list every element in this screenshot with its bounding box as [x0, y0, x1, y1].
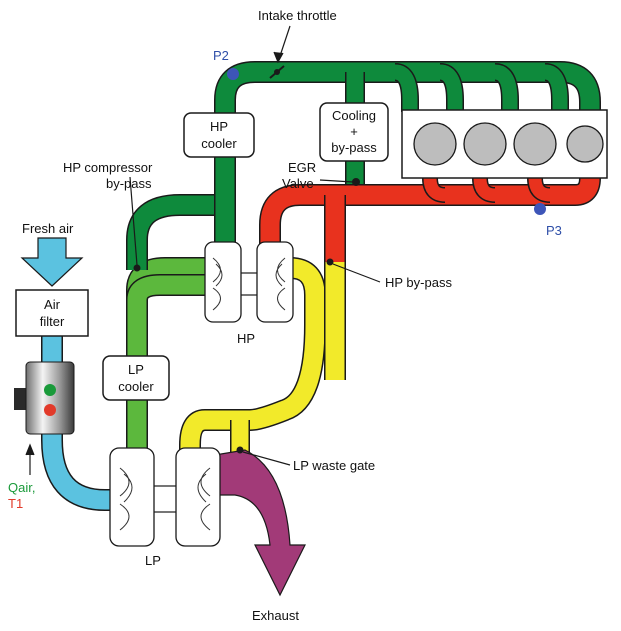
hp-label: HP: [237, 331, 255, 346]
air-filter: [15, 289, 89, 337]
lp-label: LP: [145, 553, 161, 568]
air-filter-label-1: Air: [44, 297, 61, 312]
exhaust-label: Exhaust: [252, 608, 299, 623]
hp-bypass-valve: [326, 258, 334, 266]
t1-label: T1: [8, 496, 23, 511]
p3-label: P3: [546, 223, 562, 238]
cylinder-4: [566, 125, 604, 163]
lp-cooler: [102, 355, 170, 401]
exhaust-outlet: [214, 449, 306, 597]
cooling-bypass: [319, 102, 389, 162]
egr-label-2: Valve: [282, 176, 314, 191]
cylinder-2: [463, 122, 507, 166]
fresh-air-pipe: [41, 330, 130, 511]
air-flow-sensor: [14, 361, 75, 435]
lp-turbocharger: [109, 447, 221, 547]
hp-compressor-bypass-label-1: HP compressor: [63, 160, 153, 175]
lp-waste-gate-label: LP waste gate: [293, 458, 375, 473]
engine-block: [401, 109, 608, 179]
fresh-air-arrow: [20, 237, 84, 287]
leader-lines: [25, 25, 381, 475]
qair-label: Qair,: [8, 480, 35, 495]
t1-indicator: [44, 404, 56, 416]
lp-cooler-label-1: LP: [128, 362, 144, 377]
p2-label: P2: [213, 48, 229, 63]
p3-sensor: [534, 203, 546, 215]
egr-label-1: EGR: [288, 160, 316, 175]
hot-exhaust-pipe: [259, 177, 601, 262]
cooling-label-3: by-pass: [331, 140, 377, 155]
cooling-label-2: +: [350, 124, 358, 139]
qair-indicator: [44, 384, 56, 396]
lp-exhaust-pipe: [179, 257, 346, 465]
cylinder-3: [513, 122, 557, 166]
p2-sensor: [227, 68, 239, 80]
hp-cooler-label-1: HP: [210, 119, 228, 134]
intake-throttle-label: Intake throttle: [258, 8, 337, 23]
hp-bypass-label: HP by-pass: [385, 275, 452, 290]
cylinder-1: [413, 122, 457, 166]
charge-air-pipe: [126, 61, 601, 270]
lp-waste-gate-valve: [236, 446, 244, 454]
lp-cooler-label-2: cooler: [118, 379, 154, 394]
lp-compressor-outlet-pipe: [126, 257, 215, 470]
hp-compressor-bypass-label-2: by-pass: [106, 176, 152, 191]
hp-turbocharger: [204, 241, 294, 323]
egr-valve: [352, 178, 360, 186]
hp-compressor-bypass-valve: [133, 264, 141, 272]
air-filter-label-2: filter: [40, 314, 65, 329]
hp-cooler-label-2: cooler: [201, 136, 237, 151]
intake-throttle-valve: [269, 65, 285, 79]
fresh-air-label: Fresh air: [22, 221, 74, 236]
cooling-label-1: Cooling: [332, 108, 376, 123]
hp-cooler: [183, 112, 255, 158]
